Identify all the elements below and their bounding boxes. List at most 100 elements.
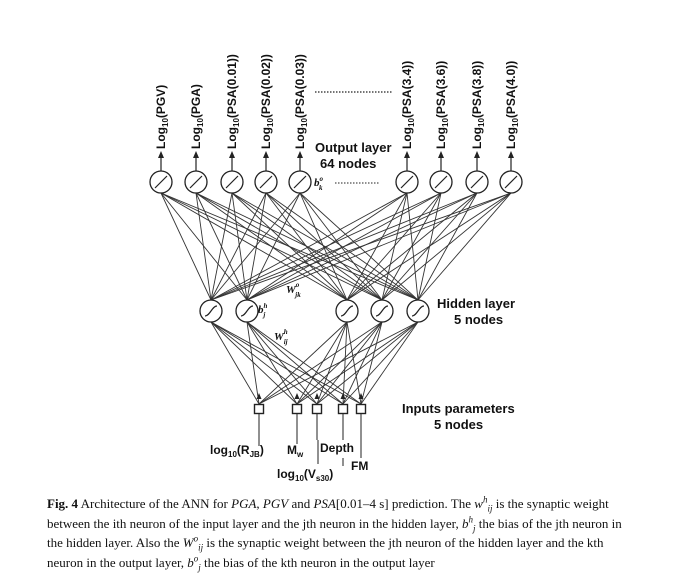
arrow-head-icon bbox=[229, 151, 235, 158]
input-hidden-link bbox=[258, 321, 383, 405]
hidden-output-link bbox=[381, 192, 442, 301]
activation-icon bbox=[225, 175, 239, 189]
activation-icon bbox=[434, 175, 448, 189]
hidden-output-link bbox=[160, 192, 212, 301]
arrow-head-icon bbox=[294, 393, 300, 399]
output-layer-title: Output layer bbox=[315, 140, 392, 155]
hidden-output-link bbox=[160, 192, 248, 301]
input-layer-count: 5 nodes bbox=[434, 417, 483, 432]
input-hidden-link bbox=[210, 321, 298, 405]
input-hidden-link bbox=[360, 321, 383, 405]
arrow-head-icon bbox=[297, 151, 303, 158]
hidden-output-link bbox=[299, 192, 383, 301]
hidden-output-link bbox=[195, 192, 419, 301]
hidden-output-link bbox=[381, 192, 512, 301]
input-hidden-link bbox=[316, 321, 419, 405]
output-label-psa-0-01: Log10(PSA(0.01)) bbox=[225, 54, 241, 149]
input-label-depth: Depth bbox=[320, 441, 354, 455]
input-node-5 bbox=[355, 403, 367, 415]
arrow-head-icon bbox=[158, 151, 164, 158]
connection-lines bbox=[160, 192, 512, 405]
hidden-output-link bbox=[210, 192, 408, 301]
arrow-head-icon bbox=[314, 393, 320, 399]
hidden-output-link bbox=[299, 192, 419, 301]
input-hidden-link bbox=[360, 321, 419, 405]
output-label-psa-0-03: Log10(PSA(0.03)) bbox=[293, 54, 309, 149]
hidden-output-link bbox=[246, 192, 408, 301]
input-hidden-link bbox=[346, 321, 362, 405]
input-hidden-link bbox=[246, 321, 344, 405]
output-layer: Log10(PGV)Log10(PGA)Log10(PSA(0.01))Log1… bbox=[149, 54, 523, 194]
ann-diagram: Log10(PGV)Log10(PGA)Log10(PSA(0.01))Log1… bbox=[149, 54, 523, 483]
arrow-head-icon bbox=[340, 393, 346, 399]
input-node-4 bbox=[337, 403, 349, 415]
hidden-output-link bbox=[406, 192, 419, 301]
output-label-psa-0-02: Log10(PSA(0.02)) bbox=[259, 54, 275, 149]
input-hidden-link bbox=[316, 321, 348, 405]
arrow-head-icon bbox=[438, 151, 444, 158]
input-label-mw: Mw bbox=[287, 443, 304, 459]
input-label-rjb: log10(RJB) bbox=[210, 443, 264, 459]
arrow-head-icon bbox=[474, 151, 480, 158]
input-hidden-link bbox=[210, 321, 260, 405]
input-hidden-link bbox=[210, 321, 362, 405]
hidden-output-link bbox=[246, 192, 478, 301]
output-label-psa-3-8: Log10(PSA(3.8)) bbox=[470, 61, 486, 149]
input-node-1 bbox=[253, 403, 265, 415]
arrow-head-icon bbox=[256, 393, 262, 399]
arrow-head-icon bbox=[358, 393, 364, 399]
hidden-layer-count: 5 nodes bbox=[454, 312, 503, 327]
input-hidden-link bbox=[246, 321, 362, 405]
activation-icon bbox=[400, 175, 414, 189]
hidden-output-link bbox=[231, 192, 419, 301]
input-layer bbox=[253, 393, 367, 446]
input-hidden-link bbox=[246, 321, 260, 405]
hidden-output-link bbox=[210, 192, 442, 301]
hidden-output-link bbox=[160, 192, 383, 301]
input-hidden-link bbox=[210, 321, 318, 405]
output-label-pga: Log10(PGA) bbox=[189, 84, 205, 149]
hidden-output-link bbox=[231, 192, 248, 301]
arrow-head-icon bbox=[508, 151, 514, 158]
hidden-output-link bbox=[265, 192, 383, 301]
hidden-output-link bbox=[417, 192, 512, 301]
sigmoid-icon bbox=[204, 305, 218, 317]
input-label-fm: FM bbox=[351, 459, 368, 473]
input-hidden-link bbox=[246, 321, 298, 405]
hidden-layer bbox=[199, 299, 430, 323]
arrow-head-icon bbox=[404, 151, 410, 158]
input-hidden-link bbox=[316, 321, 383, 405]
hidden-output-link bbox=[160, 192, 348, 301]
input-label-vs30: log10(Vs30) bbox=[277, 467, 333, 483]
input-node-2 bbox=[291, 403, 303, 415]
hidden-output-link bbox=[160, 192, 419, 301]
hidden-output-link bbox=[417, 192, 478, 301]
caption-text: Architecture of the ANN for PGA, PGV and… bbox=[47, 494, 622, 573]
input-hidden-link bbox=[258, 321, 348, 405]
activation-icon bbox=[154, 175, 168, 189]
hidden-layer-title: Hidden layer bbox=[437, 296, 515, 311]
hidden-output-link bbox=[265, 192, 419, 301]
caption-figure-label: Fig. 4 bbox=[47, 496, 79, 511]
sigmoid-icon bbox=[240, 305, 254, 317]
sigmoid-icon bbox=[411, 305, 425, 317]
sigmoid-icon bbox=[375, 305, 389, 317]
hidden-output-link bbox=[417, 192, 442, 301]
input-hidden-link bbox=[342, 321, 383, 405]
output-label-psa-3-6: Log10(PSA(3.6)) bbox=[434, 61, 450, 149]
activation-icon bbox=[293, 175, 307, 189]
activation-icon bbox=[504, 175, 518, 189]
activation-icon bbox=[259, 175, 273, 189]
input-hidden-link bbox=[296, 321, 419, 405]
input-hidden-link bbox=[246, 321, 318, 405]
input-node-3 bbox=[311, 403, 323, 415]
output-label-psa-4-0: Log10(PSA(4.0)) bbox=[504, 61, 520, 149]
input-hidden-link bbox=[342, 321, 419, 405]
arrow-head-icon bbox=[193, 151, 199, 158]
activation-icon bbox=[470, 175, 484, 189]
figure-caption: Fig. 4 Architecture of the ANN for PGA, … bbox=[47, 494, 635, 572]
input-hidden-link bbox=[342, 321, 348, 405]
